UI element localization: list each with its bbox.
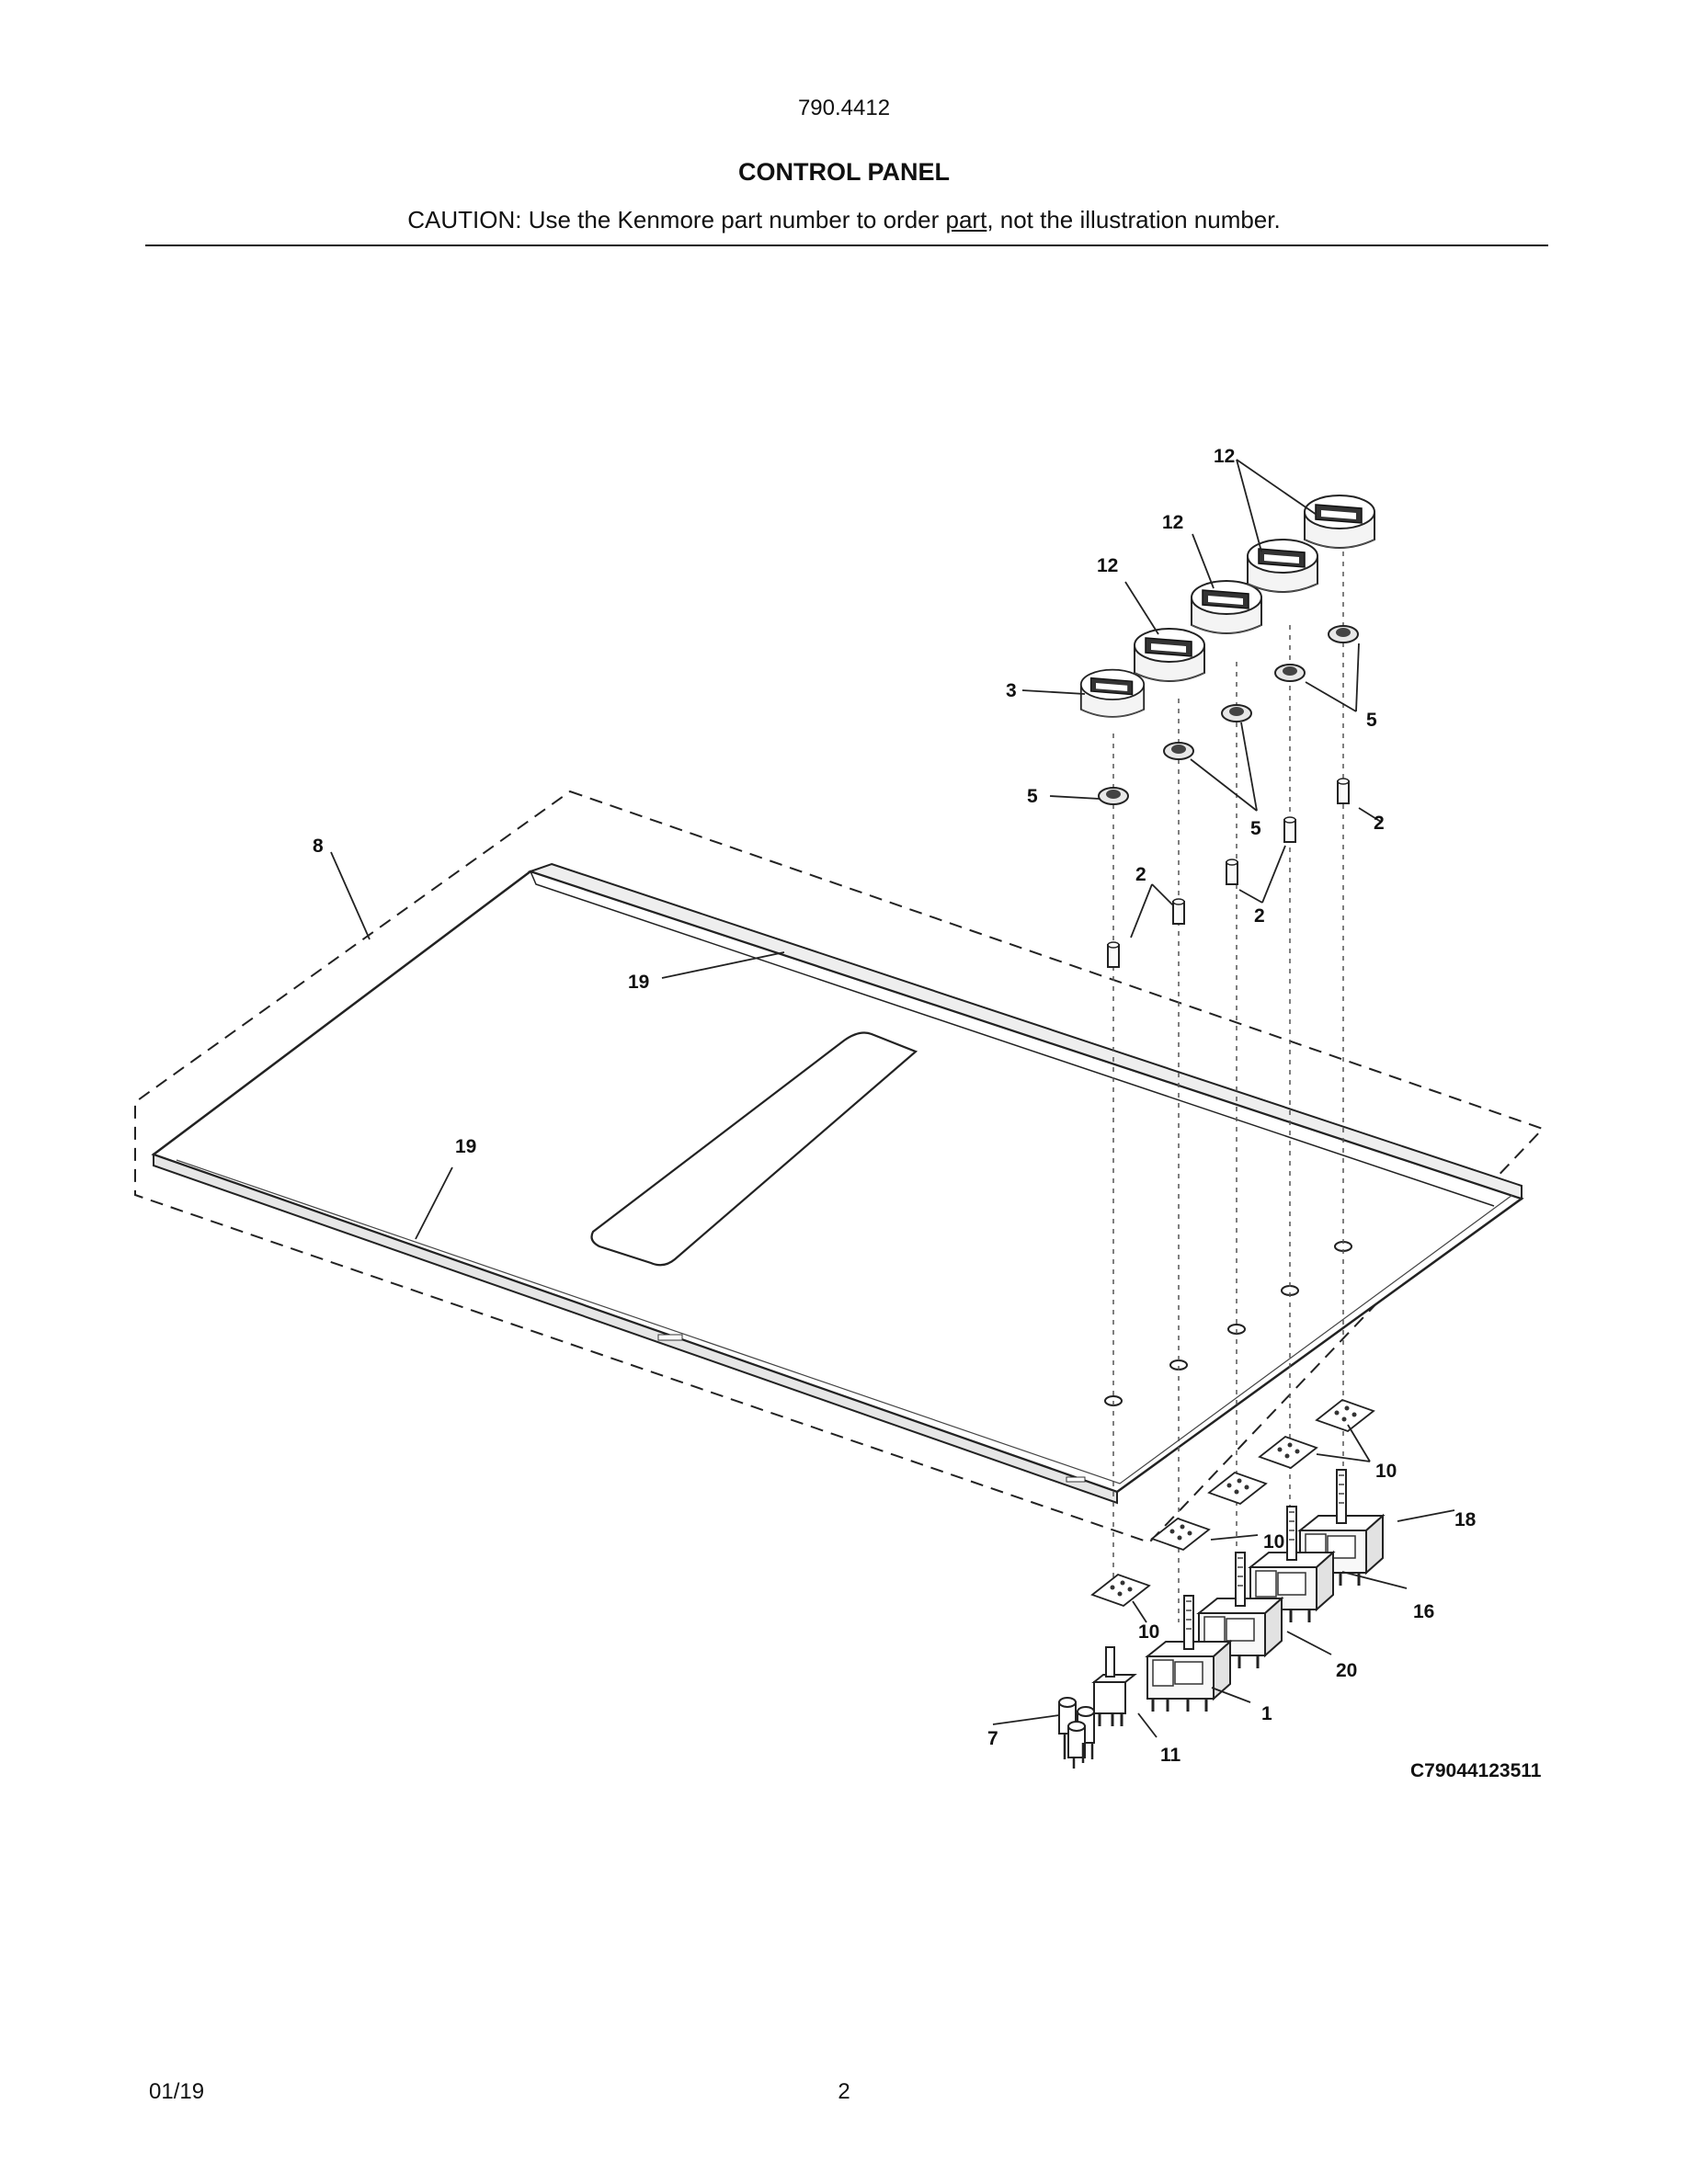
callout-2: 2 [1254,905,1265,927]
alignment-lines [1112,552,1344,1622]
callout-2: 2 [1374,813,1385,834]
switch-11 [1091,1646,1137,1726]
callout-16: 16 [1413,1601,1434,1622]
knob-12-d [1304,495,1375,549]
header-rule [145,245,1548,246]
callout-7: 7 [987,1728,998,1749]
caution-text-end: , not the illustration number. [987,206,1281,233]
callout-19: 19 [628,972,649,993]
callout-20: 20 [1336,1660,1357,1681]
callout-5: 5 [1027,786,1038,807]
indicator-lamps-7 [1058,1697,1095,1769]
callout-3: 3 [1006,680,1017,701]
callout-10: 10 [1375,1461,1397,1482]
knob-12-a [1134,628,1205,682]
diagram-code: C79044123511 [1410,1760,1542,1781]
callout-19: 19 [455,1136,476,1157]
callout-8: 8 [313,836,324,857]
knob-12-c [1247,539,1318,593]
control-panel-glass [151,862,1524,1505]
callout-12: 12 [1097,555,1118,576]
leader-lines [330,459,1455,1738]
caution-part-word: part [945,206,987,233]
panel-assembly-boundary [134,790,1545,1544]
callout-1: 1 [1261,1703,1272,1724]
callout-labels: 12 12 12 3 5 5 5 2 2 2 8 19 19 10 10 10 … [313,446,1542,1781]
callout-2: 2 [1135,864,1146,885]
callout-18: 18 [1454,1509,1477,1530]
callout-5: 5 [1366,710,1377,731]
caution-note: CAUTION: Use the Kenmore part number to … [0,206,1688,234]
knob-3 [1079,668,1146,718]
page-number: 2 [838,2079,850,2104]
footer-date: 01/19 [149,2079,205,2104]
callout-12: 12 [1162,512,1183,533]
callout-11: 11 [1160,1745,1181,1766]
knob-12-b [1191,580,1262,634]
caution-text: CAUTION: Use the Kenmore part number to … [407,206,946,233]
callout-5: 5 [1250,818,1261,839]
display-window-cutout [590,1031,918,1267]
page-title: CONTROL PANEL [737,158,950,186]
callout-10: 10 [1138,1621,1159,1643]
callout-12: 12 [1214,446,1235,467]
model-number: 790.4412 [797,96,891,120]
callout-10: 10 [1263,1531,1284,1553]
